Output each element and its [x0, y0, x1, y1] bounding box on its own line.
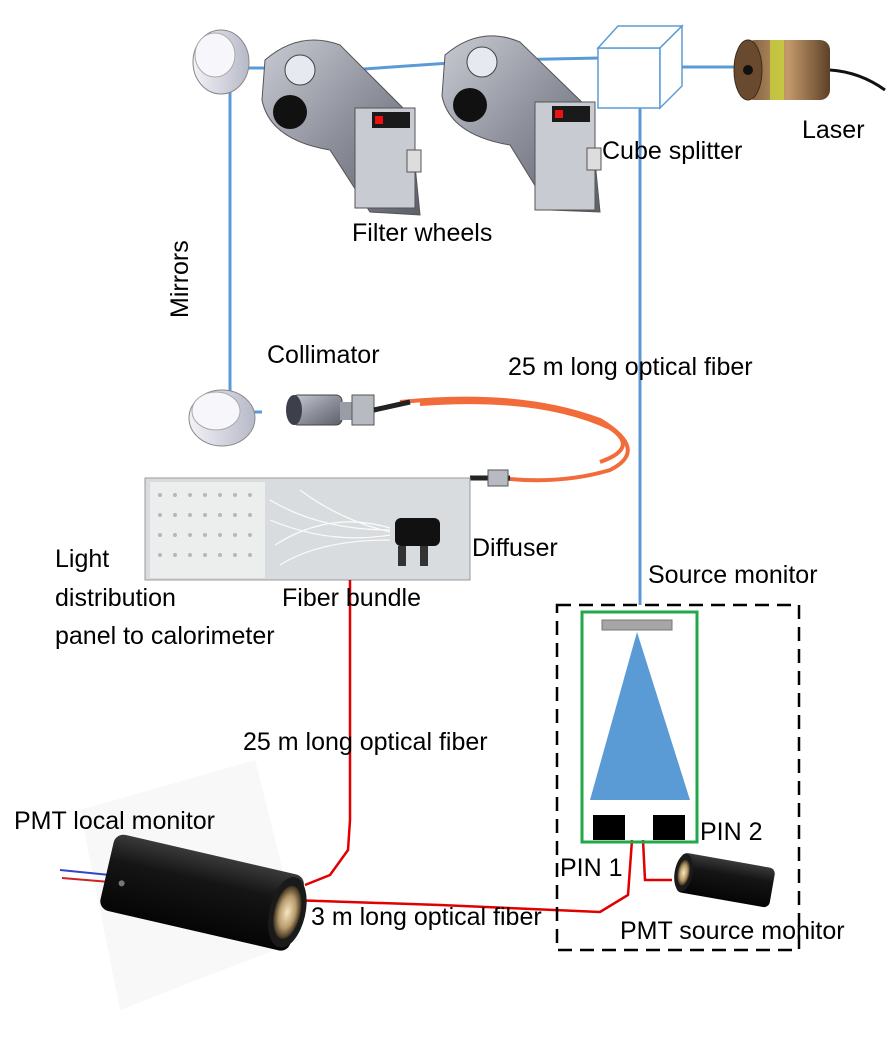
label-fiber-3m: 3 m long optical fiber: [311, 903, 542, 931]
red-fiber-3m: [289, 839, 634, 914]
label-laser: Laser: [802, 116, 865, 144]
label-pmt-source-monitor: PMT source monitor: [620, 917, 845, 945]
label-fiber-bundle: Fiber bundle: [282, 584, 421, 612]
label-light-panel-3: panel to calorimeter: [55, 622, 275, 650]
pmt-local-monitor: [59, 760, 307, 1010]
red-fiber-pin-to-pmt: [641, 839, 672, 882]
pmt-source-monitor: [674, 853, 775, 908]
label-pin1: PIN 1: [560, 854, 623, 882]
cube-splitter: [596, 24, 684, 110]
label-light-panel-1: Light: [55, 545, 110, 573]
source-monitor-box: [555, 603, 801, 952]
label-cube-splitter: Cube splitter: [602, 137, 743, 165]
light-cone: [590, 632, 690, 800]
collimator: [286, 394, 375, 426]
filter-wheel-1: [261, 39, 422, 216]
filter-wheel-2: [441, 35, 602, 213]
mirror-top: [192, 29, 250, 95]
pin2-photodiode: [653, 815, 685, 840]
orange-fiber-coil: [373, 396, 630, 487]
pin1-photodiode: [593, 815, 625, 840]
label-source-monitor: Source monitor: [648, 561, 818, 589]
label-pin2: PIN 2: [700, 818, 763, 846]
light-distribution-panel: [144, 477, 471, 581]
red-fiber-25m: [304, 580, 352, 887]
label-diffuser: Diffuser: [472, 534, 558, 562]
label-fiber-25m-top: 25 m long optical fiber: [508, 353, 753, 381]
mirror-bottom: [188, 389, 256, 447]
label-mirrors: Mirrors: [166, 240, 194, 318]
label-light-panel-2: distribution: [55, 584, 176, 612]
laser-device: [733, 39, 886, 101]
label-filter-wheels: Filter wheels: [352, 219, 493, 247]
label-collimator: Collimator: [267, 341, 380, 369]
label-pmt-local-monitor: PMT local monitor: [14, 807, 215, 835]
label-fiber-25m-bottom: 25 m long optical fiber: [243, 728, 488, 756]
